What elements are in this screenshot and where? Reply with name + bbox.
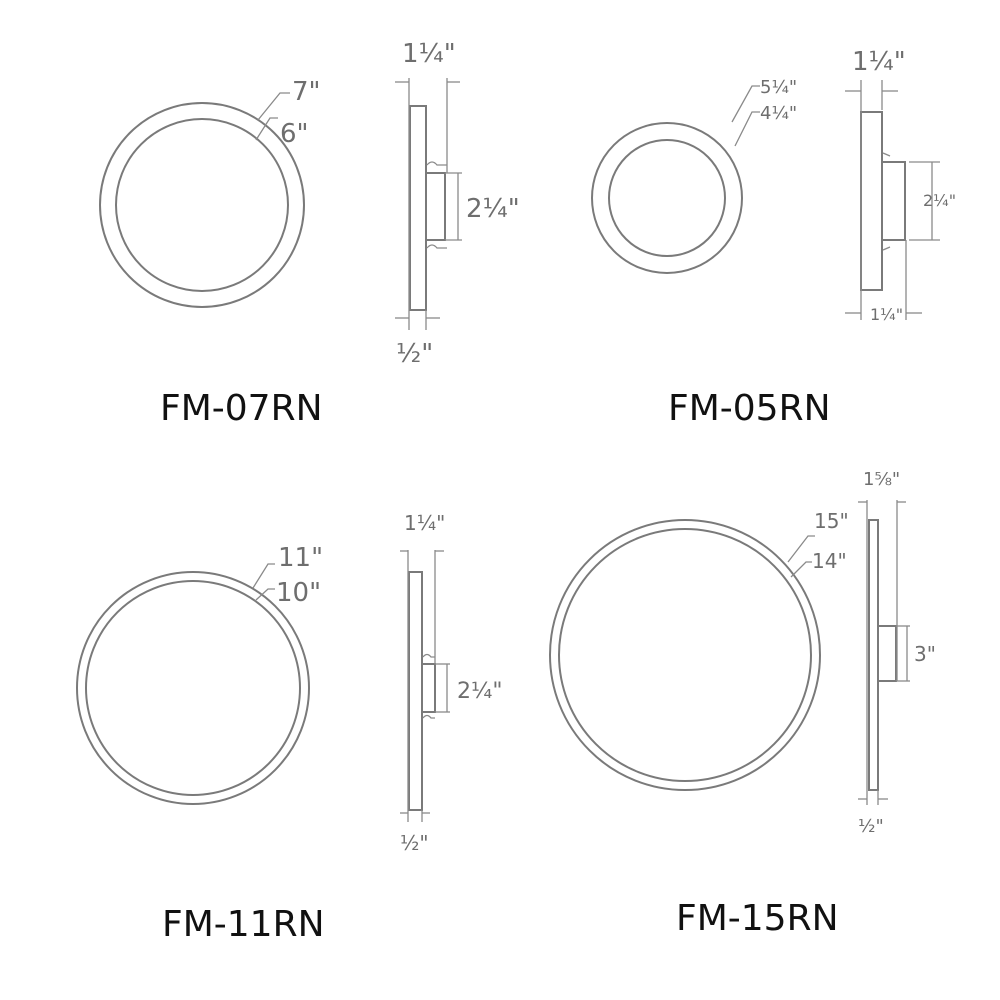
depth-label: 1¼" — [402, 39, 456, 69]
depth-label: 1⅝" — [863, 469, 900, 490]
inner-diameter-label: 6" — [280, 119, 309, 149]
front-view: 7" 6" — [99, 77, 321, 308]
canopy-height-label: 2¼" — [923, 191, 956, 210]
model-label: FM-07RN — [160, 388, 323, 429]
depth-label: 1¼" — [852, 47, 906, 77]
model-label: FM-15RN — [676, 898, 839, 939]
outer-diameter-label: 11" — [278, 543, 323, 573]
inner-diameter-label: 10" — [276, 578, 321, 608]
side-view: 1¼" 2¼" 1¼" — [845, 47, 956, 324]
model-label: FM-11RN — [162, 904, 325, 945]
canopy-height-label: 2¼" — [466, 194, 520, 224]
canopy-height-label: 3" — [914, 642, 936, 666]
thickness-label: 1¼" — [870, 305, 903, 324]
outer-diameter-label: 7" — [292, 77, 321, 107]
thickness-label: ½" — [400, 831, 429, 855]
thickness-label: ½" — [858, 816, 884, 837]
inner-diameter-label: 14" — [812, 549, 847, 573]
outer-diameter-label: 15" — [814, 509, 849, 533]
drawing-fm-07rn: 7" 6" 1¼" 2¼" ½" FM-07RN — [99, 39, 520, 429]
drawing-fm-15rn: 15" 14" 1⅝" 3" ½" FM-15RN — [549, 469, 936, 939]
front-view: 11" 10" — [76, 543, 323, 805]
drawing-fm-05rn: 5¼" 4¼" 1¼" 2¼" 1¼" FM-05RN — [591, 47, 956, 429]
side-view: 1¼" 2¼" ½" — [400, 511, 502, 855]
inner-diameter-label: 4¼" — [760, 103, 797, 124]
front-view: 5¼" 4¼" — [591, 77, 797, 274]
thickness-label: ½" — [396, 339, 433, 369]
outer-diameter-label: 5¼" — [760, 77, 797, 98]
model-label: FM-05RN — [668, 388, 831, 429]
side-view: 1⅝" 3" ½" — [858, 469, 936, 837]
depth-label: 1¼" — [404, 511, 445, 535]
canopy-height-label: 2¼" — [457, 679, 502, 704]
side-view: 1¼" 2¼" ½" — [395, 39, 520, 369]
front-view: 15" 14" — [549, 509, 849, 791]
drawing-fm-11rn: 11" 10" 1¼" 2¼" ½" FM-11RN — [76, 511, 502, 945]
